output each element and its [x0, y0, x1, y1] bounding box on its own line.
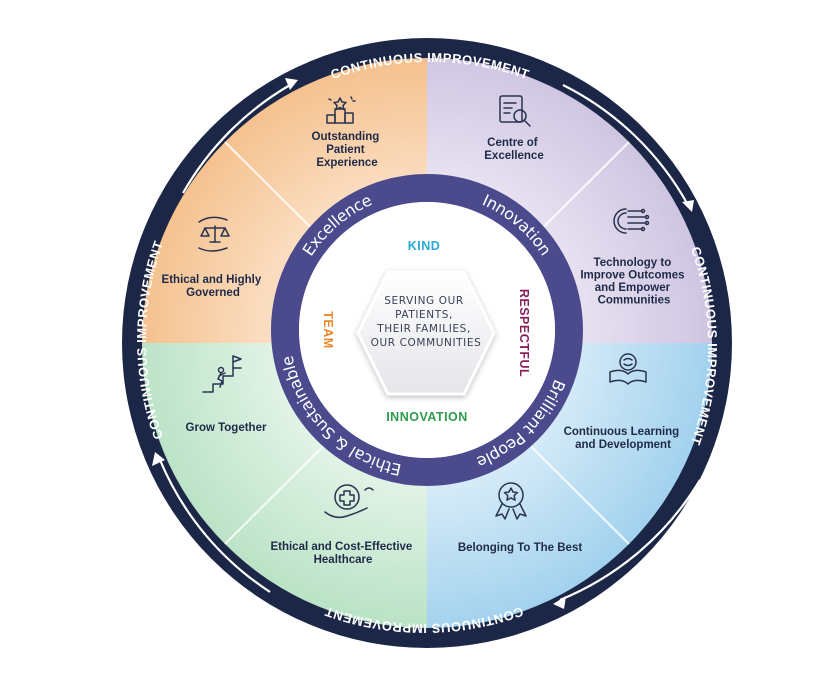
segment-label-grow-together: Grow Together — [186, 422, 267, 434]
center-hexagon — [356, 270, 496, 396]
segment-label-ethical-governed: Ethical and Highly Governed — [162, 274, 265, 299]
arrow-arc — [182, 84, 291, 194]
arrow-heads — [152, 78, 694, 609]
arrow-head-icon — [553, 596, 566, 609]
segment-label-belonging: Belonging To The Best — [458, 542, 583, 554]
document-magnifier-icon — [499, 95, 531, 127]
arrow-arc — [562, 84, 689, 206]
circuit-brain-icon — [613, 208, 650, 234]
segment-label-continuous-learning: Continuous Learning and Development — [564, 426, 683, 451]
value-respectful: RESPECTFUL — [517, 289, 531, 377]
value-innovation: INNOVATION — [386, 410, 468, 424]
segment-label-centre-of-excellence: Centre of Excellence — [484, 137, 543, 162]
arrow-arc — [158, 459, 271, 593]
value-kind: KIND — [408, 239, 441, 253]
segment-labels: Outstanding Patient Experience Centre of… — [162, 131, 687, 566]
center-statement: SERVING OUR PATIENTS, THEIR FAMILIES, OU… — [371, 295, 482, 349]
value-team: TEAM — [321, 311, 335, 348]
arrow-head-icon — [682, 200, 694, 212]
arrow-head-icon — [285, 78, 298, 90]
arrow-head-icon — [152, 452, 165, 466]
podium-stars-icon — [326, 96, 356, 124]
award-ribbon-icon — [495, 482, 527, 520]
segment-label-ethical-cost-effective: Ethical and Cost-Effective Healthcare — [270, 541, 415, 566]
hands-scales-icon — [198, 216, 230, 252]
continuous-arrows — [158, 84, 701, 602]
segment-label-technology: Technology to Improve Outcomes and Empow… — [580, 257, 687, 307]
segment-label-outstanding-patient-experience: Outstanding Patient Experience — [312, 131, 383, 169]
arrow-arc — [559, 479, 701, 602]
values-ring — [271, 174, 583, 486]
climbing-stairs-flag-icon — [202, 355, 242, 393]
book-brain-icon — [609, 353, 647, 385]
hands-medical-cross-icon — [324, 484, 374, 519]
